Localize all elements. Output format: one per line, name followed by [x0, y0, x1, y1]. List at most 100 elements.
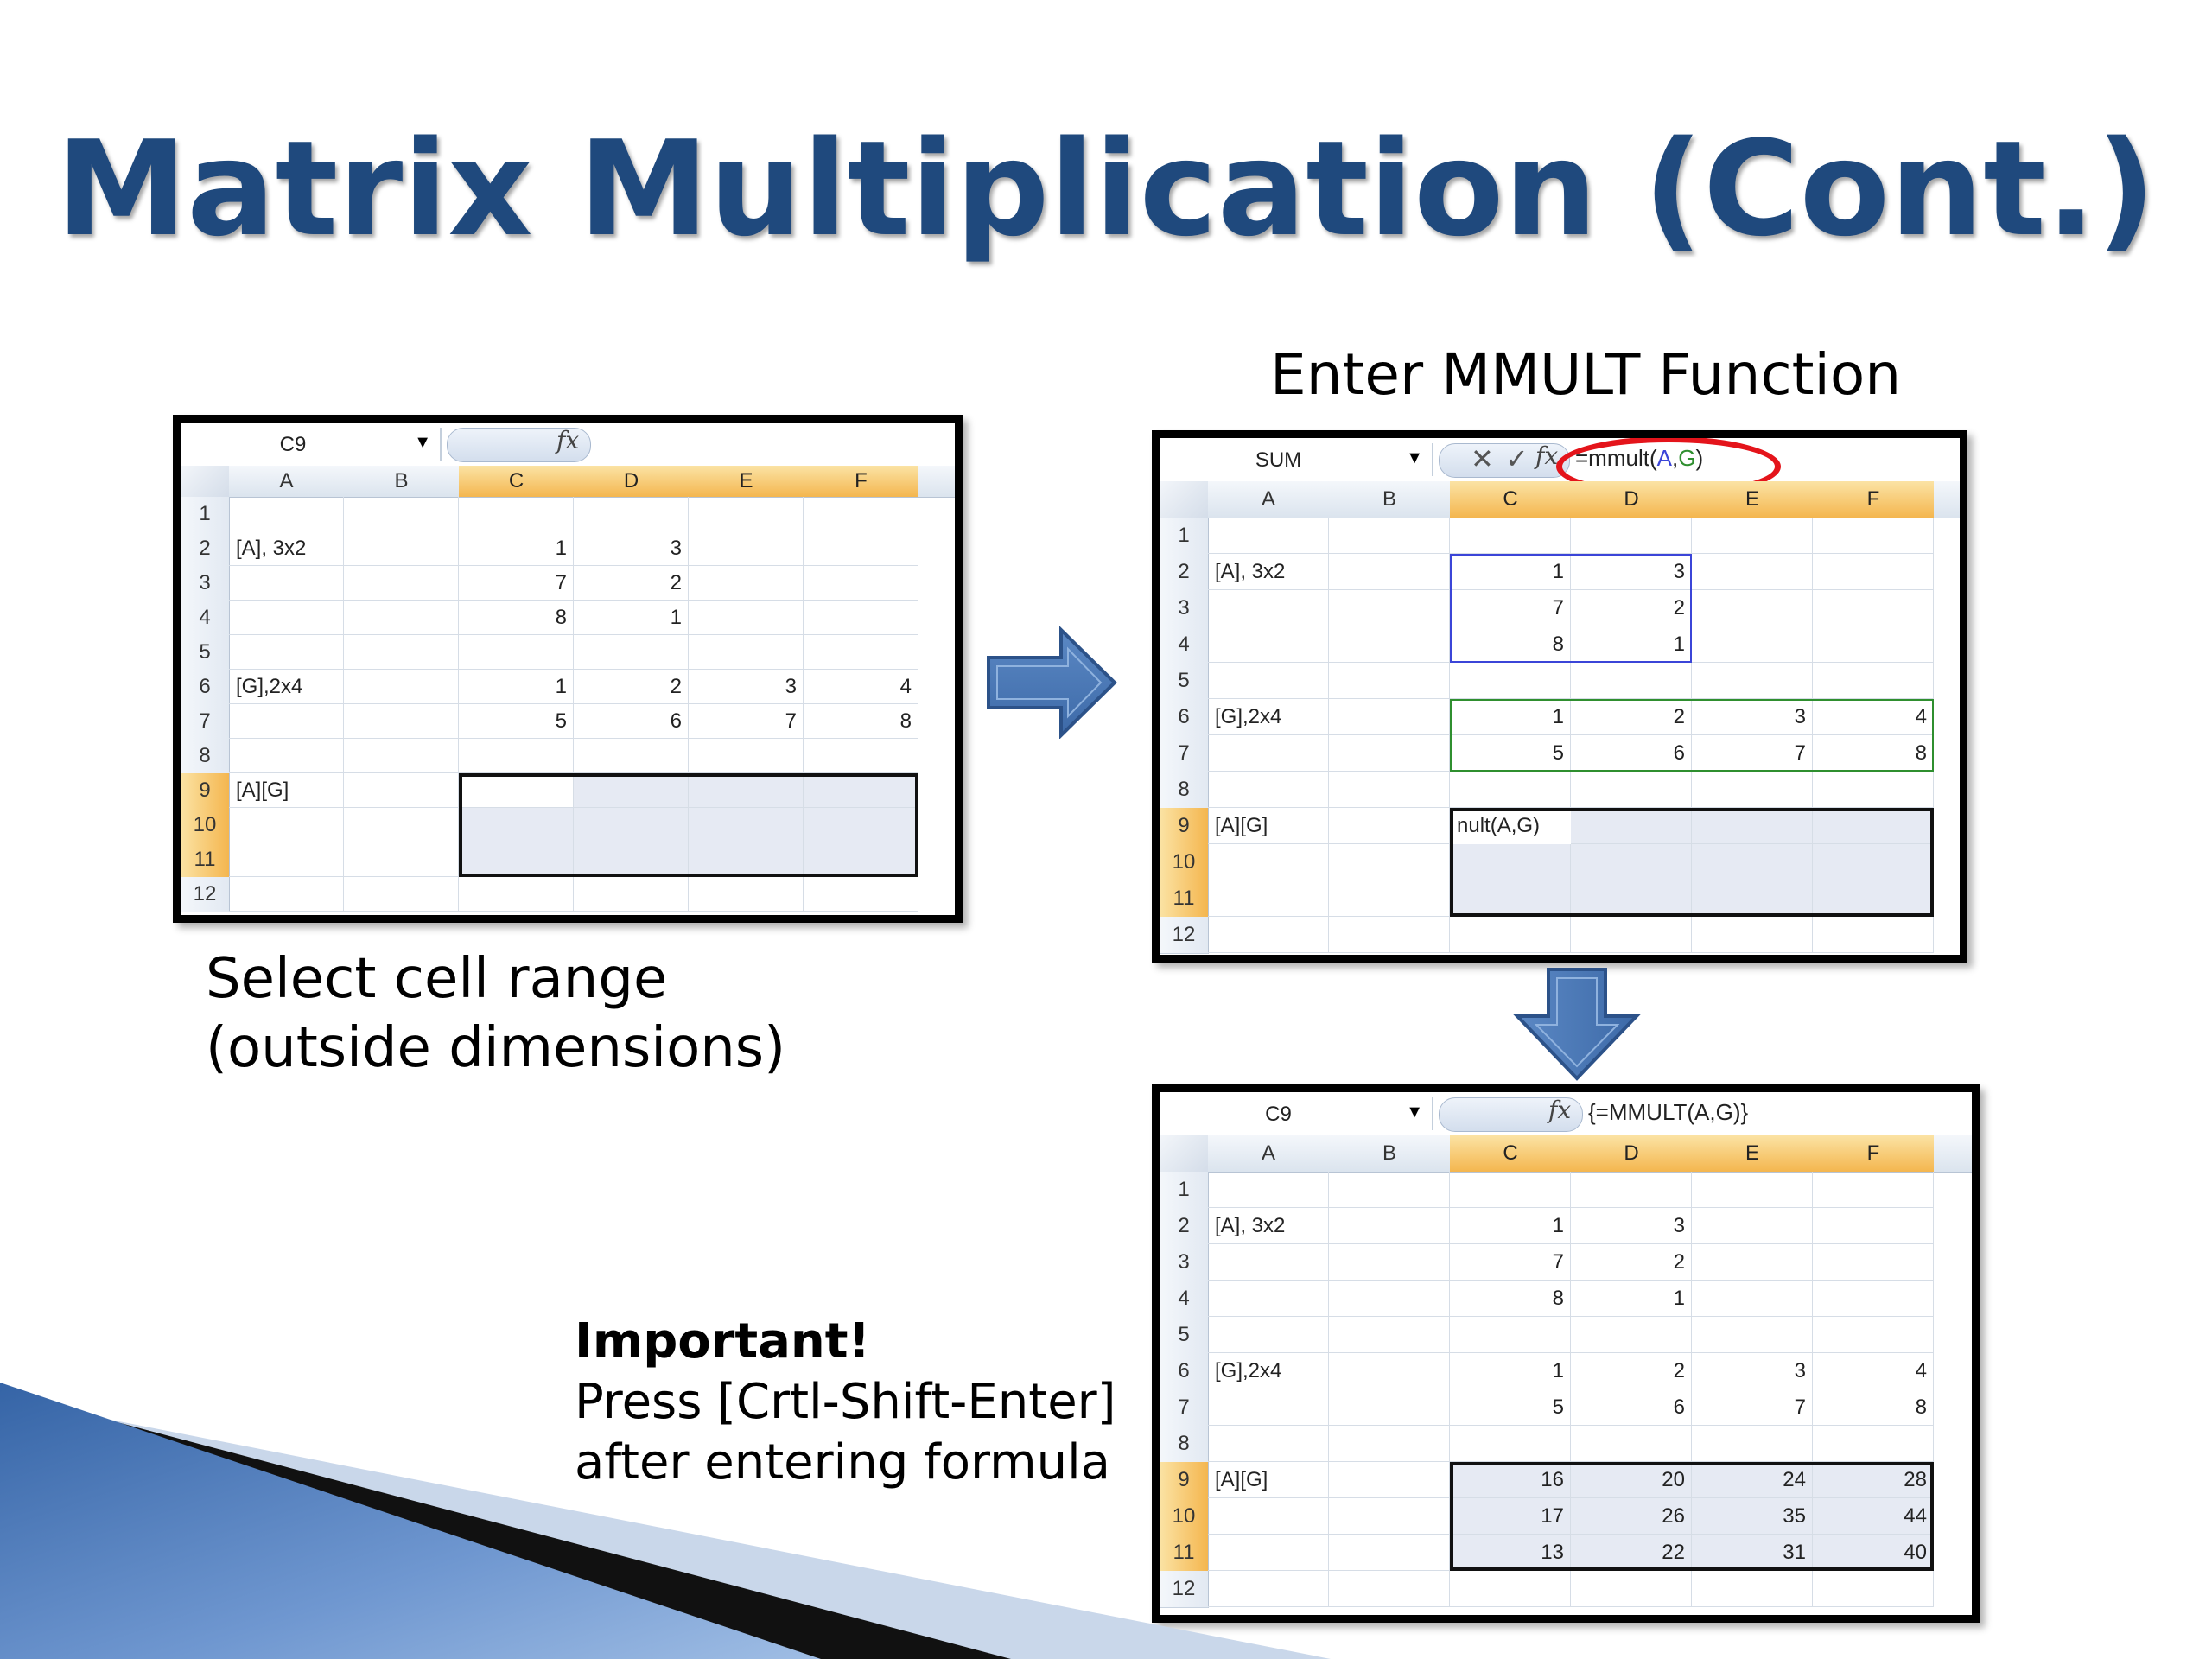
cell-value[interactable]: [A][G]: [1215, 814, 1268, 837]
cell[interactable]: [1208, 1462, 1329, 1498]
cell[interactable]: [459, 670, 574, 704]
cell[interactable]: [804, 531, 918, 566]
cell[interactable]: [1571, 808, 1692, 844]
cell[interactable]: [689, 497, 804, 531]
cell[interactable]: [1813, 1462, 1934, 1498]
cell[interactable]: [1692, 917, 1813, 953]
cell[interactable]: [344, 601, 459, 635]
cell[interactable]: [1692, 808, 1813, 844]
cell[interactable]: [344, 670, 459, 704]
cell-value[interactable]: 5: [555, 709, 567, 733]
cell[interactable]: [1329, 1208, 1450, 1244]
cell-value[interactable]: 1: [1673, 1287, 1685, 1310]
cell-value[interactable]: 8: [555, 606, 567, 629]
column-header-d[interactable]: D: [574, 466, 690, 498]
cell[interactable]: [1692, 1244, 1813, 1281]
cell[interactable]: [1571, 1462, 1692, 1498]
row-header-2[interactable]: 2: [1160, 554, 1209, 591]
cell[interactable]: [1692, 1535, 1813, 1571]
cell[interactable]: [229, 704, 344, 739]
row-header-7[interactable]: 7: [1160, 1389, 1209, 1427]
cell[interactable]: [1208, 1244, 1329, 1281]
column-header-b[interactable]: B: [1329, 481, 1451, 518]
cell[interactable]: [1692, 590, 1813, 626]
cell[interactable]: [689, 808, 804, 842]
cell[interactable]: [344, 808, 459, 842]
cell[interactable]: [344, 739, 459, 773]
cell[interactable]: [1450, 1535, 1571, 1571]
cell[interactable]: [344, 704, 459, 739]
cell[interactable]: [1329, 663, 1450, 699]
cell[interactable]: [1813, 1535, 1934, 1571]
column-header-f[interactable]: F: [804, 466, 919, 498]
cell-value[interactable]: 8: [1915, 741, 1927, 765]
row-header-7[interactable]: 7: [1160, 735, 1209, 772]
cell[interactable]: [689, 773, 804, 808]
cell[interactable]: [1692, 1462, 1813, 1498]
cell[interactable]: [229, 566, 344, 601]
cell[interactable]: [1208, 1535, 1329, 1571]
cell[interactable]: [689, 601, 804, 635]
row-header-5[interactable]: 5: [181, 635, 230, 671]
cell[interactable]: [1571, 1571, 1692, 1607]
cell[interactable]: [1329, 1353, 1450, 1389]
cell[interactable]: [229, 531, 344, 566]
cell-value[interactable]: 1: [1552, 705, 1564, 728]
cell[interactable]: [1450, 590, 1571, 626]
row-header-9[interactable]: 9: [181, 773, 230, 809]
cell[interactable]: [1450, 772, 1571, 808]
cell-value[interactable]: 35: [1783, 1504, 1806, 1528]
cell[interactable]: [1813, 1571, 1934, 1607]
cell[interactable]: [459, 601, 574, 635]
cell[interactable]: [1450, 1208, 1571, 1244]
cell[interactable]: [1329, 844, 1450, 880]
cell[interactable]: [1813, 1426, 1934, 1462]
cell[interactable]: [1692, 699, 1813, 735]
cell[interactable]: [229, 670, 344, 704]
cell[interactable]: [689, 739, 804, 773]
cell[interactable]: [1692, 663, 1813, 699]
cell[interactable]: [1692, 626, 1813, 663]
cell[interactable]: [1813, 880, 1934, 917]
cell-value[interactable]: 4: [899, 675, 912, 698]
cell[interactable]: [1329, 1281, 1450, 1317]
cell[interactable]: [1208, 844, 1329, 880]
cell[interactable]: [689, 670, 804, 704]
cell-value[interactable]: 1: [1552, 1214, 1564, 1237]
cell[interactable]: [1208, 663, 1329, 699]
cell-value[interactable]: 1: [1673, 632, 1685, 656]
cell[interactable]: [1208, 1317, 1329, 1353]
cell-value[interactable]: [A][G]: [1215, 1468, 1268, 1491]
cell[interactable]: [459, 497, 574, 531]
cell[interactable]: [1692, 1353, 1813, 1389]
cell[interactable]: [1813, 663, 1934, 699]
row-header-12[interactable]: 12: [181, 877, 230, 912]
cell-value[interactable]: 7: [555, 571, 567, 594]
cell[interactable]: [1571, 1172, 1692, 1208]
cell[interactable]: [1329, 1571, 1450, 1607]
cell[interactable]: [1692, 1426, 1813, 1462]
cell[interactable]: [574, 773, 689, 808]
cell[interactable]: [804, 877, 918, 912]
in-cell-formula[interactable]: nult(A,G): [1450, 808, 1571, 844]
cell-value[interactable]: [A], 3x2: [236, 537, 307, 560]
cell[interactable]: [574, 531, 689, 566]
cell-value[interactable]: 3: [1794, 1359, 1806, 1382]
cell[interactable]: [1450, 663, 1571, 699]
row-header-2[interactable]: 2: [181, 531, 230, 567]
cell[interactable]: [1450, 1389, 1571, 1426]
cell[interactable]: [1208, 626, 1329, 663]
cell[interactable]: [1208, 1426, 1329, 1462]
cell-value[interactable]: 2: [1673, 1250, 1685, 1274]
chevron-down-icon[interactable]: ▼: [414, 433, 431, 452]
cell[interactable]: [574, 566, 689, 601]
cancel-icon[interactable]: ✕: [1471, 443, 1494, 474]
cell[interactable]: [459, 773, 574, 808]
row-header-7[interactable]: 7: [181, 704, 230, 740]
chevron-down-icon[interactable]: ▼: [1406, 1103, 1423, 1122]
cell[interactable]: [1571, 699, 1692, 735]
cell-value[interactable]: 2: [1673, 1359, 1685, 1382]
cell[interactable]: [574, 877, 689, 912]
cell[interactable]: [1329, 1317, 1450, 1353]
row-header-6[interactable]: 6: [181, 670, 230, 705]
